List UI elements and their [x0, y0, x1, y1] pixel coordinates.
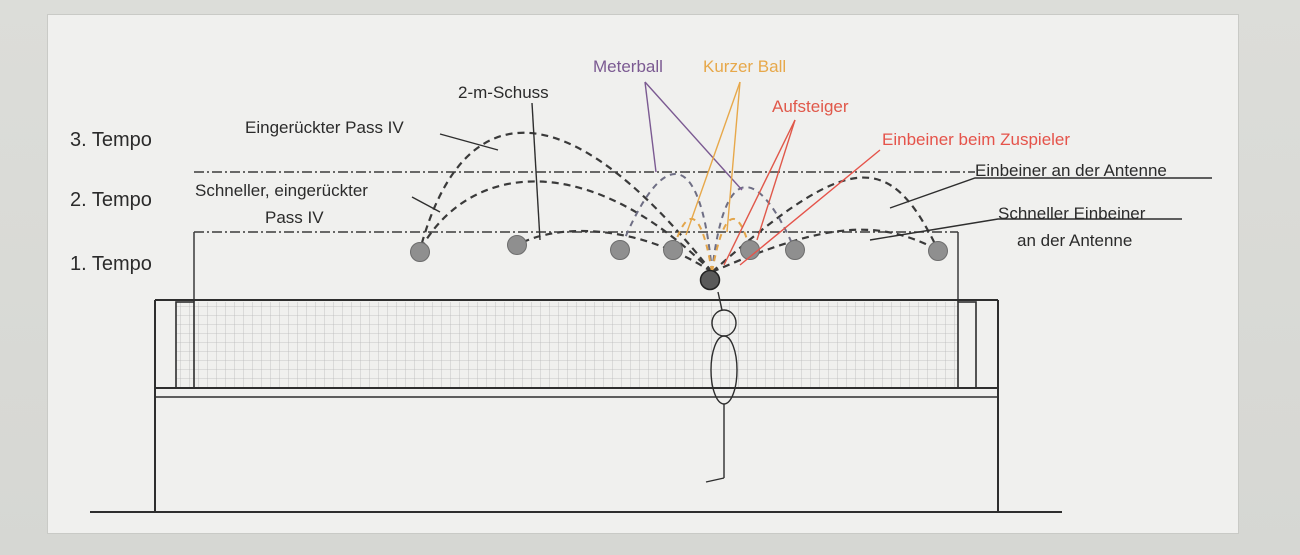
- volleyball-net: [154, 232, 999, 512]
- ball-setter: [699, 269, 721, 291]
- label-schneller-eingerueckt-1: Schneller, eingerückter: [195, 181, 368, 200]
- trajectory-kurzer-ball-right: [711, 218, 751, 273]
- trajectory-schneller-eingerueckter-pass: [419, 180, 713, 273]
- ball-kurzer-left: [663, 240, 683, 260]
- trajectory-einbeiner-antenne: [711, 176, 939, 273]
- leader-meterball-2: [644, 81, 743, 191]
- label-einbeiner-antenne: Einbeiner an der Antenne: [975, 161, 1167, 180]
- label-aufsteiger: Aufsteiger: [772, 97, 849, 116]
- leader-aufsteiger-2: [756, 119, 796, 241]
- ball-meterball-left: [610, 240, 630, 260]
- label-schneller-einbeiner-2: an der Antenne: [1017, 231, 1132, 250]
- trajectory-eingerueckter-pass: [418, 131, 713, 273]
- ball-antenne: [928, 241, 948, 261]
- label-meterball: Meterball: [593, 57, 663, 76]
- leader-einbeiner-zuspieler: [739, 149, 881, 266]
- leader-2m-schuss: [531, 102, 541, 241]
- label-schneller-eingerueckt-2: Pass IV: [265, 208, 324, 227]
- leader-meterball-1: [644, 81, 657, 173]
- ball-kurzer-right: [740, 240, 760, 260]
- ball-pass-iv: [410, 242, 430, 262]
- tempo-3-label: 3. Tempo: [70, 129, 152, 151]
- leader-aufsteiger-1: [723, 119, 796, 266]
- ball-meterball-right: [785, 240, 805, 260]
- left-net-band: [175, 301, 195, 389]
- trajectory-kurzer-ball-left: [672, 218, 713, 273]
- leader-kurzer-ball-2: [726, 81, 741, 233]
- right-net-band: [957, 301, 977, 389]
- trajectory-meterball-left: [619, 173, 713, 273]
- tempo-2-label: 2. Tempo: [70, 189, 152, 211]
- leader-kurzer-ball-1: [685, 81, 741, 236]
- label-2m-schuss: 2-m-Schuss: [458, 83, 549, 102]
- tempo-1-label: 1. Tempo: [70, 253, 152, 275]
- trajectory-2m-schuss: [516, 229, 713, 273]
- setter-figure: [705, 291, 738, 483]
- trajectory-meterball-right: [711, 186, 796, 273]
- label-einbeiner-zuspieler: Einbeiner beim Zuspieler: [882, 130, 1070, 149]
- leader-schneller-einbeiner: [869, 218, 1182, 241]
- label-eingerueckter-pass: Eingerückter Pass IV: [245, 118, 404, 137]
- leader-eingerueckter-pass: [439, 133, 499, 151]
- label-schneller-einbeiner-1: Schneller Einbeiner: [998, 204, 1146, 223]
- ball-2m-schuss: [507, 235, 527, 255]
- label-kurzer-ball: Kurzer Ball: [703, 57, 786, 76]
- leader-einbeiner-antenne: [889, 177, 1212, 209]
- leader-schneller-eingerueckt: [411, 196, 441, 213]
- balls: [410, 235, 948, 291]
- diagram-panel: [47, 14, 1239, 534]
